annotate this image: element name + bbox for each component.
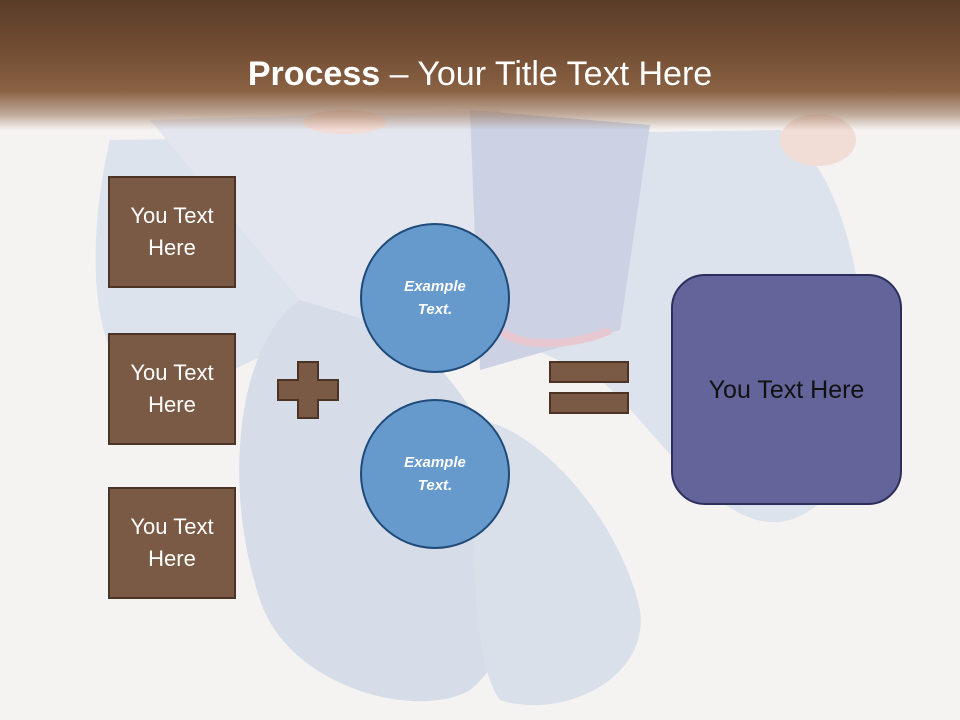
circle-top: Example Text. [360,223,510,373]
title-bold: Process [247,55,381,93]
circle-bottom: Example Text. [360,399,510,549]
title-rest: – Your Title Text Here [380,55,713,93]
title-bar [0,0,960,130]
plus-icon [277,361,339,419]
slide-title: Process – Your Title Text Here [0,52,960,96]
equals-icon [549,361,629,414]
left-box-2: You Text Here [108,333,236,445]
left-box-3: You Text Here [108,487,236,599]
left-box-1: You Text Here [108,176,236,288]
result-box: You Text Here [671,274,902,505]
